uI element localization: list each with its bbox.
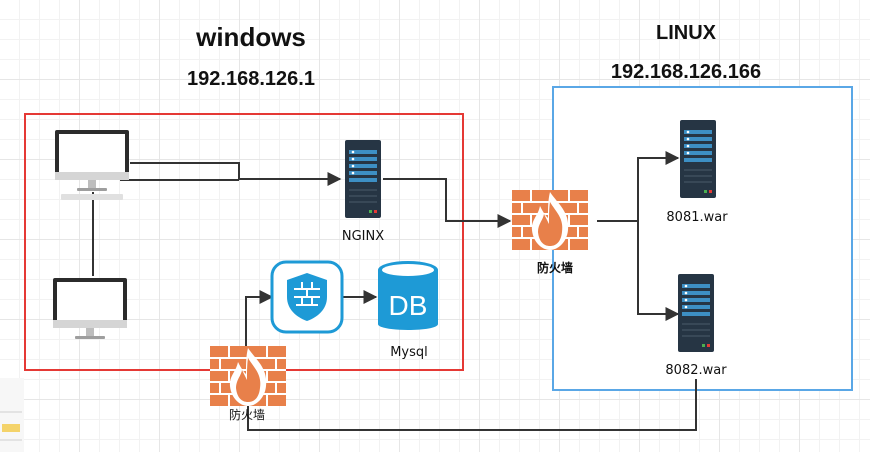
desktop-computer-icon — [55, 130, 129, 200]
firewall-icon — [209, 345, 287, 407]
mysql-label: Mysql — [390, 345, 428, 360]
firewall-to-8082 — [637, 221, 680, 321]
client-monitor-icon — [53, 278, 127, 339]
firewall-to-8081 — [597, 151, 680, 222]
war2-label: 8082.war — [665, 363, 727, 378]
windows-title: windows — [195, 22, 306, 52]
database-icon: DB — [378, 261, 438, 330]
linux-ip: 192.168.126.166 — [611, 61, 761, 83]
nginx-label: NGINX — [342, 229, 384, 244]
firewall-icon — [511, 189, 589, 251]
firewall-bottom-label: 防火墙 — [229, 407, 265, 422]
war1-label: 8081.war — [666, 210, 728, 225]
nginx-server-icon — [344, 139, 382, 219]
partial-window-thumbnail — [0, 378, 24, 452]
connectors — [92, 151, 697, 431]
windows-ip: 192.168.126.1 — [187, 68, 315, 90]
8082-to-firewall-bottom — [247, 379, 697, 431]
server-8082-icon — [677, 273, 715, 353]
pc-to-nginx-upper — [130, 162, 342, 186]
firewall-to-webshield — [245, 290, 274, 348]
firewall-right-label: 防火墙 — [537, 260, 573, 275]
server-8081-icon — [679, 119, 717, 199]
shield-icon — [270, 260, 344, 334]
linux-title: LINUX — [656, 22, 717, 44]
db-icon-text: DB — [389, 290, 428, 321]
nginx-to-firewall — [383, 178, 512, 228]
